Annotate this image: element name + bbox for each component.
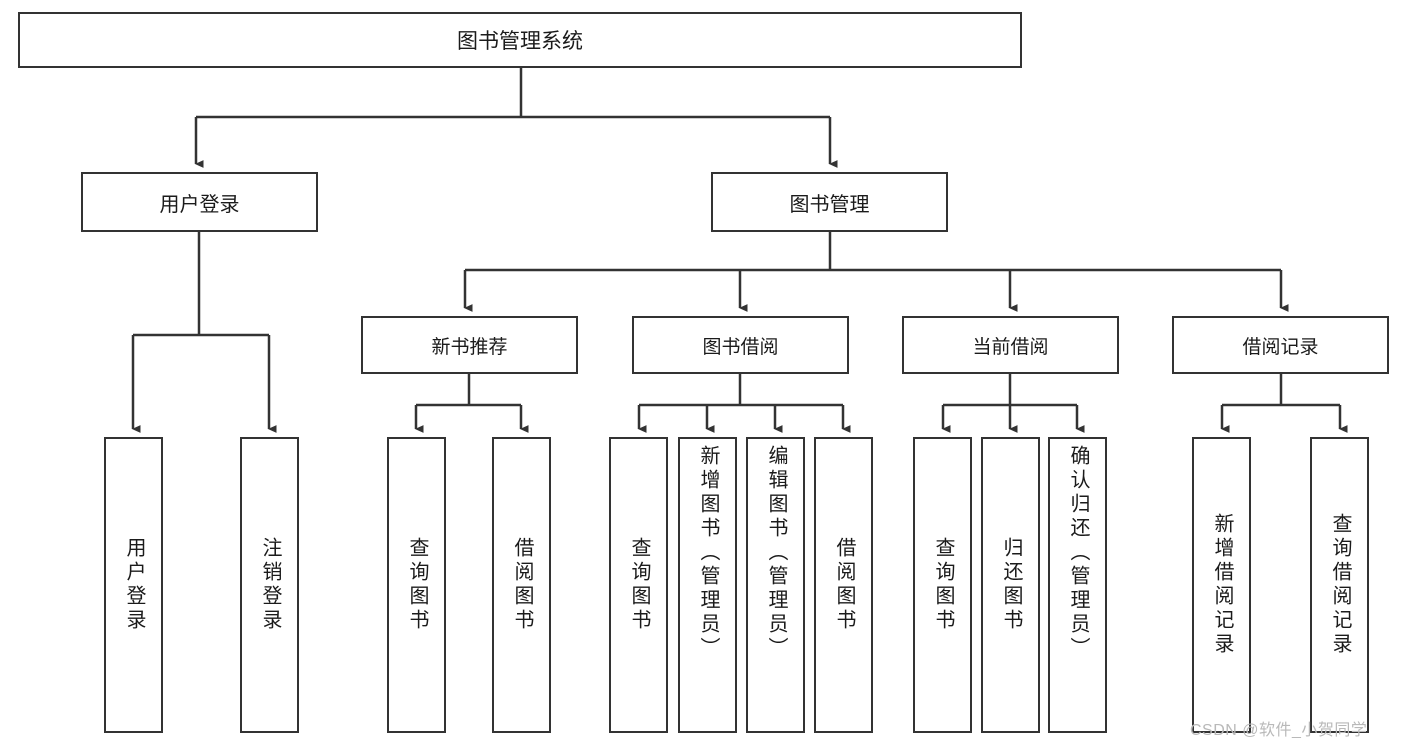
leaf-label: 新增图书（管理员） [697, 445, 719, 661]
leaf-edit-book-admin[interactable]: 编辑图书（管理员） [746, 437, 805, 733]
node-book-management[interactable]: 图书管理 [711, 172, 948, 232]
node-borrow-record[interactable]: 借阅记录 [1172, 316, 1389, 374]
leaf-borrow-book[interactable]: 借阅图书 [814, 437, 873, 733]
node-label: 图书管理系统 [457, 30, 583, 53]
leaf-borrow-book-recommend[interactable]: 借阅图书 [492, 437, 551, 733]
node-label: 图书借阅 [702, 336, 779, 358]
leaf-label: 用户登录 [123, 537, 145, 633]
node-label: 当前借阅 [972, 336, 1049, 358]
leaf-add-borrow-record[interactable]: 新增借阅记录 [1192, 437, 1251, 733]
leaf-confirm-return-admin[interactable]: 确认归还（管理员） [1048, 437, 1107, 733]
leaf-label: 注销登录 [259, 537, 281, 633]
node-user-login[interactable]: 用户登录 [81, 172, 318, 232]
node-new-book-recommend[interactable]: 新书推荐 [361, 316, 578, 374]
leaf-query-book-current[interactable]: 查询图书 [913, 437, 972, 733]
leaf-return-book[interactable]: 归还图书 [981, 437, 1040, 733]
node-label: 借阅记录 [1242, 336, 1319, 358]
leaf-label: 归还图书 [1000, 537, 1022, 633]
node-label: 新书推荐 [431, 336, 508, 358]
leaf-label: 查询图书 [628, 537, 650, 633]
leaf-label: 确认归还（管理员） [1067, 445, 1089, 661]
leaf-query-borrow-record[interactable]: 查询借阅记录 [1310, 437, 1369, 733]
leaf-query-book-borrow[interactable]: 查询图书 [609, 437, 668, 733]
leaf-user-login[interactable]: 用户登录 [104, 437, 163, 733]
leaf-label: 新增借阅记录 [1211, 513, 1233, 657]
node-label: 图书管理 [789, 193, 870, 216]
leaf-user-logout[interactable]: 注销登录 [240, 437, 299, 733]
leaf-label: 查询图书 [932, 537, 954, 633]
node-book-borrow[interactable]: 图书借阅 [632, 316, 849, 374]
leaf-label: 借阅图书 [511, 537, 533, 633]
leaf-label: 借阅图书 [833, 537, 855, 633]
watermark-text: CSDN @软件_小贺同学 [1190, 722, 1368, 739]
node-root-system[interactable]: 图书管理系统 [18, 12, 1022, 68]
leaf-add-book-admin[interactable]: 新增图书（管理员） [678, 437, 737, 733]
leaf-label: 查询借阅记录 [1329, 513, 1351, 657]
node-current-borrow[interactable]: 当前借阅 [902, 316, 1119, 374]
leaf-label: 查询图书 [406, 537, 428, 633]
node-label: 用户登录 [159, 193, 240, 216]
leaf-query-book-recommend[interactable]: 查询图书 [387, 437, 446, 733]
leaf-label: 编辑图书（管理员） [765, 445, 787, 661]
